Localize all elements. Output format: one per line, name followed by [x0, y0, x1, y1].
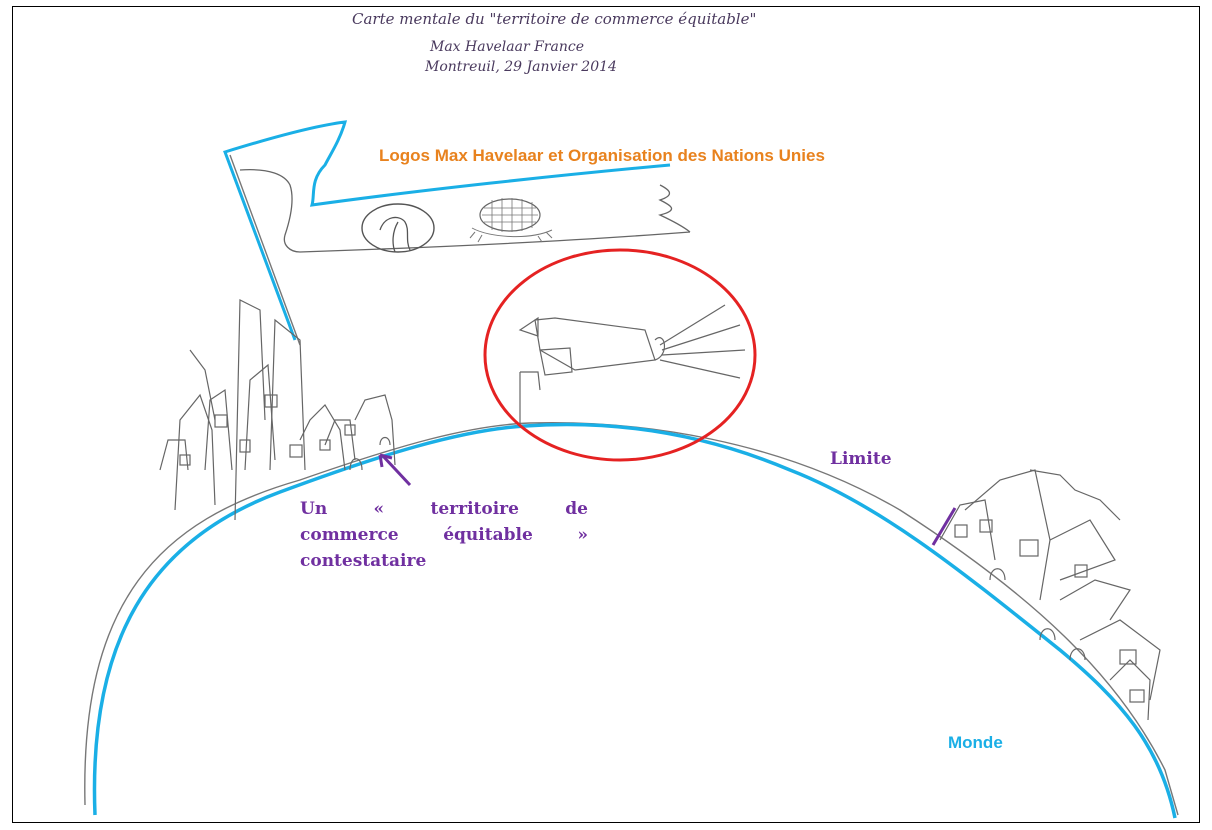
world-label: Monde	[948, 733, 1003, 752]
max-havelaar-logo-sketch	[361, 203, 435, 253]
limit-label: Limite	[830, 449, 892, 469]
flag-pole-pencil	[229, 154, 301, 346]
header-line-2: Max Havelaar France	[430, 39, 584, 55]
right-town-sketch	[939, 469, 1161, 721]
flag-pencil-banner	[239, 169, 691, 253]
territory-label-line-1: Un « territoire de	[300, 499, 588, 519]
header-line-3: Montreuil, 29 Janvier 2014	[425, 59, 617, 75]
logos-label: Logos Max Havelaar et Organisation des N…	[379, 146, 825, 165]
globe-pencil-outline	[84, 422, 1179, 816]
telescope-sketch	[518, 304, 746, 425]
header-line-1: Carte mentale du "territoire de commerce…	[352, 10, 757, 28]
territory-label-line-3: contestataire	[300, 551, 427, 571]
limit-mark	[931, 507, 957, 546]
left-castle-sketch	[159, 299, 396, 521]
territory-label-line-2: commerce équitable »	[300, 525, 588, 545]
purple-arrow	[378, 453, 412, 487]
territory-label: Un « territoire de commerce équitable » …	[300, 496, 588, 574]
un-logo-sketch	[469, 198, 553, 243]
drawing-frame	[12, 6, 1200, 823]
max-havelaar-logo-figure	[379, 216, 411, 253]
flag-blue-outline	[223, 120, 671, 341]
globe-blue-outline	[92, 422, 1177, 819]
highlight-circle	[483, 248, 757, 462]
